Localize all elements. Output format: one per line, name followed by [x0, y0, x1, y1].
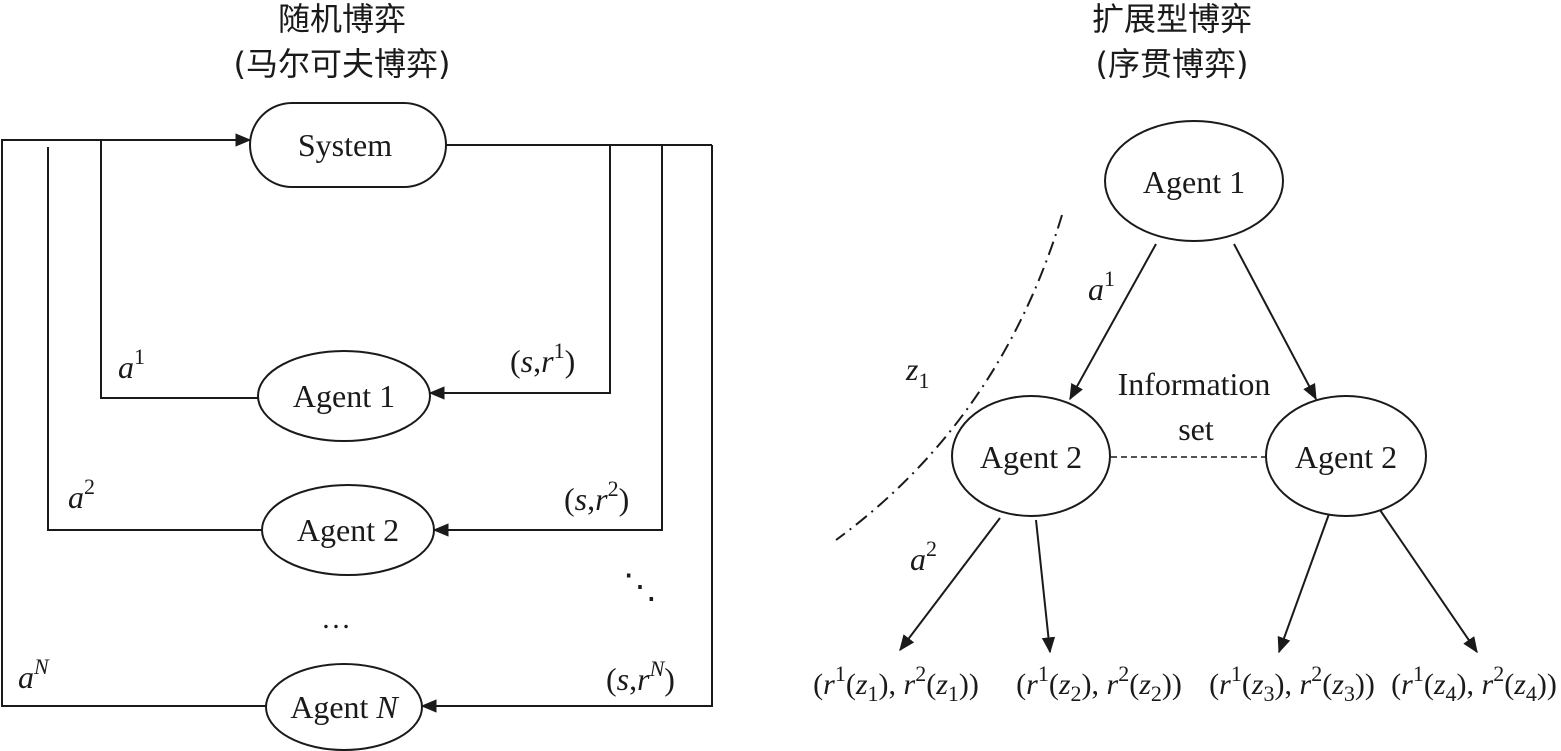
edge-left-leaf-2 [1035, 519, 1056, 654]
agent-n-label: Agent N [290, 689, 399, 725]
left-child-agent-label: Agent 2 [980, 439, 1082, 475]
edge-label-a1: a1 [1088, 266, 1115, 307]
outcome-4: (r1(z4), r2(z4)) [1391, 661, 1557, 706]
system-label: System [298, 127, 392, 163]
left-title-line2: (马尔可夫博弈) [234, 45, 451, 83]
history-label-z1: z1 [905, 351, 929, 393]
edge-label-a2: a2 [910, 536, 937, 577]
edge-right-leaf-4 [1379, 509, 1478, 654]
edge-right-leaf-3 [1277, 513, 1330, 654]
right-child-agent-label: Agent 2 [1295, 439, 1397, 475]
outcome-1: (r1(z1), r2(z1)) [813, 661, 979, 706]
action-label-1: a1 [118, 344, 145, 385]
reward-label-2: (s,r2) [564, 476, 629, 517]
right-panel: 扩展型博弈 (序贯博弈) Agent 1 Agent 2 Agent 2 Inf… [813, 0, 1557, 706]
agent-1-label: Agent 1 [293, 378, 395, 414]
action-line-agent-1 [100, 140, 258, 399]
action-label-n: aN [18, 654, 50, 695]
rewards-ellipsis: ⋱ [623, 569, 657, 606]
right-title-line2: (序贯博弈) [1096, 45, 1249, 83]
agents-ellipsis: … [321, 602, 351, 635]
reward-line-agent-2 [432, 145, 663, 537]
action-line-agent-n [1, 133, 266, 707]
left-title-line1: 随机博弈 [278, 0, 406, 38]
root-agent-node [1104, 120, 1284, 242]
reward-label-1: (s,r1) [510, 338, 575, 379]
root-agent-label: Agent 1 [1143, 164, 1245, 200]
edge-root-left [1069, 243, 1157, 401]
history-boundary-curve [835, 214, 1063, 541]
right-title-line1: 扩展型博弈 [1092, 0, 1252, 38]
edge-root-right [1233, 243, 1317, 401]
left-panel: 随机博弈 (马尔可夫博弈) System Agent 1 Agent 2 Age… [1, 0, 713, 751]
outcome-2: (r1(z2), r2(z2)) [1016, 661, 1182, 706]
reward-line-agent-1 [428, 145, 611, 400]
reward-line-agent-n [420, 145, 713, 713]
action-label-2: a2 [68, 474, 95, 515]
outcome-3: (r1(z3), r2(z3)) [1209, 661, 1375, 706]
edge-left-leaf-1 [899, 517, 1001, 652]
action-line-agent-2 [47, 147, 262, 531]
information-set-label-line1: Information [1118, 366, 1271, 402]
reward-label-n: (s,rN) [606, 656, 675, 697]
left-child-agent-node [951, 395, 1111, 517]
information-set-label-line2: set [1178, 411, 1214, 447]
agent-2-label: Agent 2 [297, 512, 399, 548]
right-child-agent-node [1265, 395, 1427, 517]
